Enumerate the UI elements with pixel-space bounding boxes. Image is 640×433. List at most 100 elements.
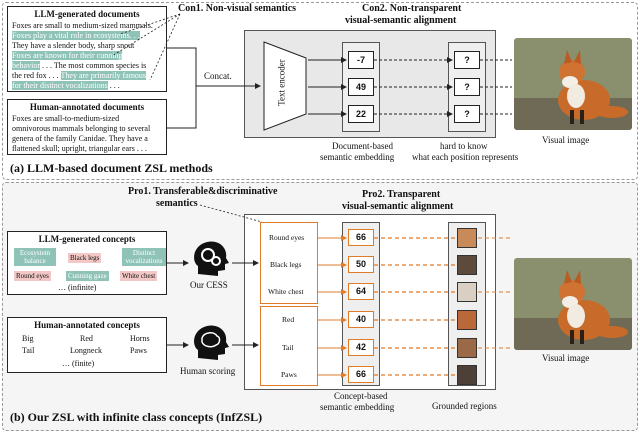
region-thumbnail	[457, 255, 477, 275]
document-phrase: They have a slender body, sharp snout	[12, 41, 135, 50]
score-cell: 66	[348, 229, 374, 246]
human-head-icon	[194, 325, 229, 360]
document-line: They have a slender body, sharp snout	[12, 41, 153, 51]
document-line: behavior . . . The most common species i…	[12, 61, 153, 71]
concept-item: Black legs	[270, 260, 302, 269]
embedding-cell: 49	[348, 78, 374, 96]
human-concept-list	[260, 306, 318, 386]
visual-image-label-bottom: Visual image	[542, 353, 590, 363]
score-cell: 50	[348, 256, 374, 273]
pro2-line2: visual-semantic alignment	[342, 201, 454, 212]
unknown-cell: ?	[454, 105, 480, 123]
document-line: flattened skull; upright, triangular ear…	[12, 144, 147, 153]
score-cell: 40	[348, 311, 374, 328]
concept-tag: Black legs	[68, 253, 102, 263]
human-concept: Horns	[130, 334, 150, 343]
grounded-regions-column	[448, 222, 486, 386]
embedding-cell: -7	[348, 51, 374, 69]
document-embedding-label-line2: semantic embedding	[320, 152, 395, 162]
highlighted-phrase: They are primarily famous	[60, 71, 147, 80]
human-concepts-box: Human-annotated concepts Big Red Horns T…	[7, 317, 167, 373]
caption-bottom: (b) Our ZSL with infinite class concepts…	[10, 410, 263, 424]
human-concept: Paws	[130, 346, 147, 355]
llm-infinite-label: … (infinite)	[58, 283, 97, 292]
concept-tag: White chest	[120, 271, 158, 281]
concept-tag: Distinct vocalizations	[122, 248, 166, 266]
document-phrase: the red fox . . .	[12, 71, 61, 80]
pro1-line2: semantics	[156, 198, 198, 209]
concept-item: Paws	[281, 370, 297, 379]
hard-to-know-line1: hard to know	[440, 141, 488, 151]
document-line: genera of the family Canidae. They have …	[12, 134, 148, 143]
concept-embedding-column	[342, 222, 380, 386]
llm-concept-list	[260, 222, 318, 304]
top-connectors	[111, 13, 512, 129]
highlighted-phrase: behavior	[12, 61, 40, 70]
score-cell: 64	[348, 283, 374, 300]
document-phrase: . . . The most common species is	[40, 61, 147, 70]
human-concept: Tail	[22, 346, 35, 355]
region-thumbnail	[457, 338, 477, 358]
human-finite-label: … (finite)	[62, 359, 95, 368]
concept-tag: Round eyes	[14, 271, 51, 281]
llm-document-text: Foxes are small to medium-sized mammals.…	[12, 21, 153, 91]
fox-image-bottom	[514, 258, 632, 350]
highlighted-phrase: for their distinct vocalizations	[12, 81, 108, 90]
cess-head-icon	[194, 241, 229, 276]
embedding-cell: 22	[348, 105, 374, 123]
llm-concepts-title: LLM-generated concepts	[38, 234, 136, 244]
grounded-regions-label: Grounded regions	[432, 401, 497, 411]
highlighted-phrase: Foxes are known for their cunning	[12, 51, 123, 60]
caption-top: (a) LLM-based document ZSL methods	[10, 161, 213, 175]
our-cess-label: Our CESS	[190, 280, 228, 290]
human-concept: Red	[80, 334, 93, 343]
concept-tag: Cunning gaze	[66, 271, 109, 281]
llm-documents-box: LLM-generated documents Foxes are small …	[7, 6, 167, 92]
human-scoring-label: Human scoring	[180, 366, 236, 376]
llm-concepts-box: LLM-generated concepts Ecosystem balance…	[7, 231, 167, 295]
score-cell: 66	[348, 366, 374, 383]
document-line: Foxes are small-to-medium-sized	[12, 114, 120, 123]
document-embedding-label-line1: Document-based	[332, 141, 393, 151]
highlighted-phrase: Foxes play a vital role in ecosystems. .…	[12, 31, 140, 40]
region-thumbnail	[457, 310, 477, 330]
unknown-cell: ?	[454, 78, 480, 96]
region-thumbnail	[457, 228, 477, 248]
human-documents-box: Human-annotated documents Foxes are smal…	[7, 99, 167, 155]
concept-item: Tail	[282, 343, 294, 352]
hard-to-know-line2: what each position represents	[412, 152, 519, 162]
concept-item: Red	[282, 315, 295, 324]
con1-label: Con1. Non-visual semantics	[178, 3, 297, 14]
score-cell: 42	[348, 339, 374, 356]
con2-label-line2: visual-semantic alignment	[345, 15, 457, 26]
document-line: Foxes play a vital role in ecosystems. .…	[12, 31, 153, 41]
llm-documents-title: LLM-generated documents	[34, 9, 140, 19]
unknown-cell: ?	[454, 51, 480, 69]
region-thumbnail	[457, 365, 477, 385]
visual-image-label-top: Visual image	[542, 135, 590, 145]
document-line: omnivorous mammals belonging to several	[12, 124, 151, 133]
concept-item: White chest	[268, 287, 304, 296]
region-thumbnail	[457, 282, 477, 302]
fox-image-top	[514, 38, 632, 130]
human-concept: Longneck	[70, 346, 102, 355]
concat-label: Concat.	[204, 71, 232, 81]
human-concept: Big	[22, 334, 34, 343]
human-concepts-title: Human-annotated concepts	[34, 320, 140, 330]
pro2-line1: Pro2. Transparent	[362, 189, 441, 200]
document-phrase: . . .	[107, 81, 120, 90]
document-line: for their distinct vocalizations . . .	[12, 81, 153, 91]
concept-tag: Ecosystem balance	[14, 248, 56, 266]
concept-item: Round eyes	[269, 233, 305, 242]
document-line: the red fox . . . They are primarily fam…	[12, 71, 153, 81]
text-encoder	[263, 41, 307, 131]
pro1-line1: Pro1. Transferable&discriminative	[128, 186, 278, 197]
document-line: Foxes are small to medium-sized mammals.	[12, 21, 153, 31]
concept-embedding-label-line1: Concept-based	[334, 391, 388, 401]
document-line: Foxes are known for their cunning	[12, 51, 153, 61]
top-panel	[2, 2, 638, 180]
con2-label-line1: Con2. Non-transparent	[362, 3, 462, 14]
document-phrase: Foxes are small to medium-sized mammals.	[12, 21, 153, 30]
concept-embedding-label-line2: semantic embedding	[320, 402, 395, 412]
